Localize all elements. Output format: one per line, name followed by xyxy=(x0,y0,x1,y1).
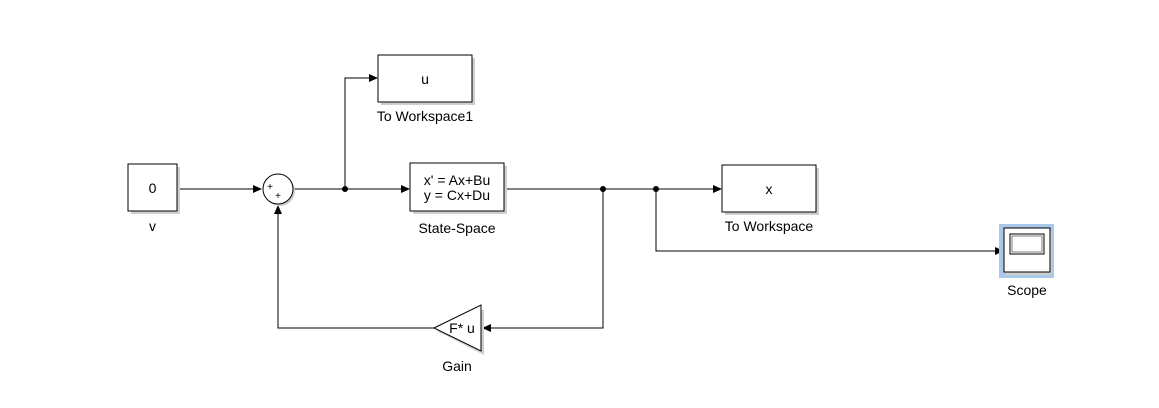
wire-branch-to-workspace1 xyxy=(344,77,371,189)
junction-u xyxy=(342,186,348,192)
gain-block[interactable]: F* u Gain xyxy=(432,304,484,374)
to-workspace1-body[interactable] xyxy=(377,54,473,103)
arrow-into-workspace1 xyxy=(369,74,378,82)
arrow-into-workspace xyxy=(713,185,722,193)
to-workspace1-block[interactable]: u To Workspace1 xyxy=(377,54,475,124)
to-workspace1-variable: u xyxy=(421,71,429,87)
wire-gain-to-sum xyxy=(277,212,434,329)
sum-sign-bottom: + xyxy=(275,191,281,202)
constant-label: v xyxy=(149,218,156,234)
to-workspace-block[interactable]: x To Workspace xyxy=(721,164,819,234)
to-workspace-body[interactable] xyxy=(721,164,817,213)
sum-block[interactable]: + + xyxy=(262,173,295,206)
arrow-into-sum xyxy=(253,185,262,193)
scope-block[interactable]: Scope xyxy=(999,224,1054,298)
state-space-equation-1: x' = Ax+Bu xyxy=(424,172,491,188)
scope-icon xyxy=(1009,233,1045,255)
wire-branch-to-scope xyxy=(655,189,997,252)
constant-block[interactable]: 0 v xyxy=(127,163,180,234)
gain-label: Gain xyxy=(442,358,472,374)
to-workspace1-label: To Workspace1 xyxy=(377,108,473,124)
state-space-label: State-Space xyxy=(418,220,495,236)
gain-triangle[interactable] xyxy=(432,304,482,352)
constant-value: 0 xyxy=(149,180,157,196)
to-workspace-label: To Workspace xyxy=(725,218,814,234)
state-space-body[interactable] xyxy=(409,162,505,212)
signal-lines xyxy=(178,74,1004,332)
scope-label: Scope xyxy=(1007,282,1047,298)
arrow-into-sum-bottom xyxy=(274,205,282,214)
arrow-into-gain xyxy=(482,324,491,332)
constant-block-body[interactable] xyxy=(127,163,178,212)
sum-sign-left: + xyxy=(267,182,273,193)
state-space-equation-2: y = Cx+Du xyxy=(424,187,490,203)
sum-circle[interactable] xyxy=(262,173,294,205)
arrow-into-statespace xyxy=(401,185,410,193)
gain-expression: F* u xyxy=(449,320,475,336)
wire-feedback-to-gain xyxy=(489,189,604,329)
state-space-block[interactable]: x' = Ax+Bu y = Cx+Du State-Space xyxy=(409,162,507,236)
to-workspace-variable: x xyxy=(766,181,773,197)
